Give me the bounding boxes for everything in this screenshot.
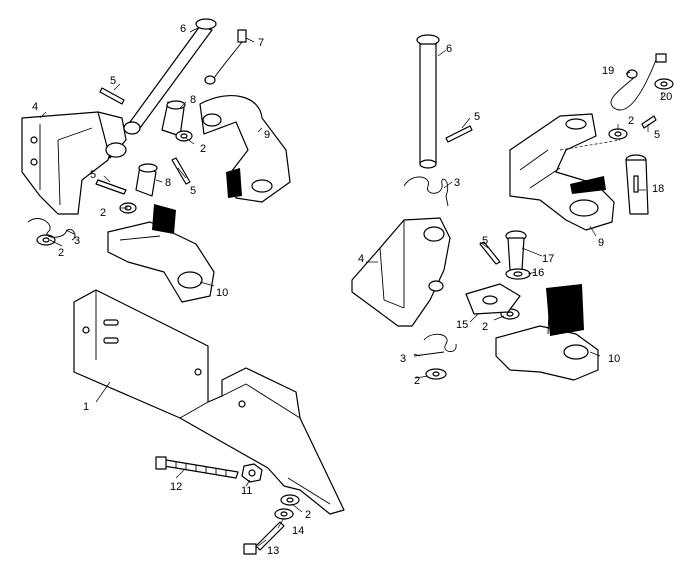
callout-8: 8 <box>190 94 196 106</box>
callout-2: 2 <box>58 247 64 259</box>
bolt-part-13 <box>243 521 285 555</box>
cotter-pin-part-5-right <box>445 115 657 265</box>
callout-5: 5 <box>654 129 660 141</box>
callout-3: 3 <box>74 235 80 247</box>
washer-part-2 <box>36 130 193 246</box>
washer-part-20 <box>654 53 674 90</box>
callout-5: 5 <box>474 111 480 123</box>
callout-3: 3 <box>400 353 406 365</box>
callout-6: 6 <box>180 23 186 35</box>
callout-5: 5 <box>90 169 96 181</box>
cotter-pin-part-5 <box>95 87 191 195</box>
bushing-part-8 <box>135 100 186 197</box>
bracket-part-4-right <box>351 217 451 327</box>
pin-part-6-right <box>416 34 440 169</box>
washer-part-2-right <box>425 128 628 380</box>
callout-20: 20 <box>660 91 672 103</box>
callout-2: 2 <box>200 143 206 155</box>
bushing-part-18 <box>625 154 649 215</box>
washer-part-16 <box>505 268 531 280</box>
right-assembly <box>351 34 674 381</box>
callout-2: 2 <box>482 321 488 333</box>
cable-part-7 <box>204 29 247 85</box>
callout-5: 5 <box>190 185 196 197</box>
callout-9: 9 <box>598 237 604 249</box>
callout-1: 1 <box>83 401 89 413</box>
arm-part-10 <box>107 204 215 303</box>
callout-15: 15 <box>456 319 468 331</box>
spring-part-3-lower <box>413 333 457 357</box>
callout-17: 17 <box>542 253 554 265</box>
callout-19: 19 <box>602 65 614 77</box>
callout-2: 2 <box>628 115 634 127</box>
callout-4: 4 <box>32 101 38 113</box>
plate-part-15 <box>465 283 521 315</box>
callout-14: 14 <box>292 525 304 537</box>
callout-13: 13 <box>267 545 279 557</box>
callout-2: 2 <box>305 509 311 521</box>
pin-part-17 <box>505 230 527 271</box>
callout-2: 2 <box>100 207 106 219</box>
left-assembly <box>21 18 345 555</box>
pin-part-6 <box>123 18 217 135</box>
nut-part-11 <box>241 463 263 483</box>
callout-3: 3 <box>454 177 460 189</box>
callout-5: 5 <box>110 75 116 87</box>
callout-5: 5 <box>482 235 488 247</box>
cable-part-19 <box>610 59 657 111</box>
spring-part-3-right <box>403 176 449 207</box>
callout-9: 9 <box>264 129 270 141</box>
callout-6: 6 <box>446 43 452 55</box>
frame-part-1 <box>73 289 345 515</box>
callout-11: 11 <box>241 485 252 497</box>
callout-16: 16 <box>532 267 544 279</box>
callout-4: 4 <box>358 253 364 265</box>
bracket-part-4 <box>21 111 127 215</box>
spring-part-3 <box>27 218 76 241</box>
arm-part-9-right <box>509 113 615 231</box>
callout-8: 8 <box>165 177 171 189</box>
callout-12: 12 <box>170 481 182 493</box>
washer-part-14 <box>274 494 300 520</box>
callout-18: 18 <box>652 183 664 195</box>
callout-10: 10 <box>608 353 620 365</box>
callout-10: 10 <box>216 287 228 299</box>
bolt-part-12 <box>155 456 239 479</box>
arm-part-9 <box>199 95 291 203</box>
callout-7: 7 <box>258 37 264 49</box>
arm-part-10-right <box>495 284 599 381</box>
callout-labels: 1 2 2 2 2 3 4 5 5 5 6 7 8 8 9 10 11 12 1… <box>32 23 672 557</box>
callout-2: 2 <box>414 375 420 387</box>
